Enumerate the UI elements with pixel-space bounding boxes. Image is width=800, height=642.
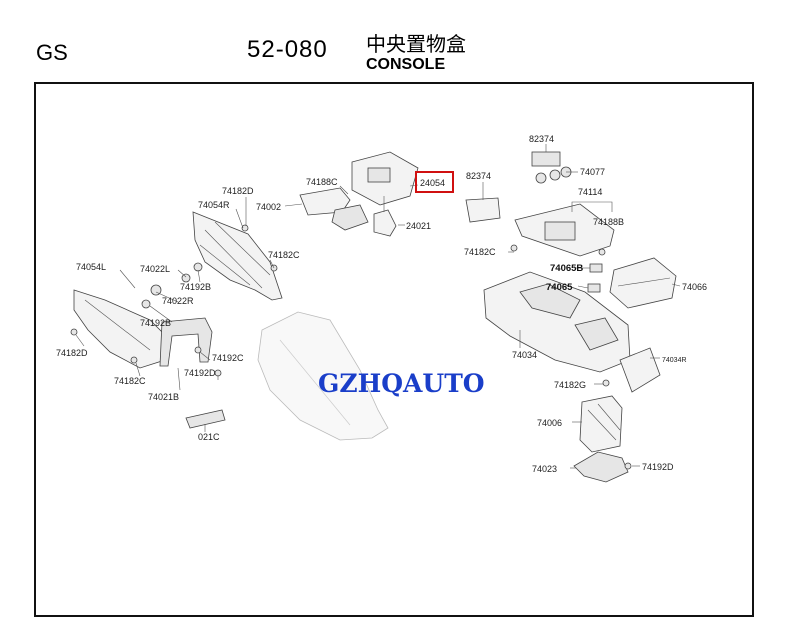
screw (624, 462, 632, 470)
part-label: 74065B (550, 263, 583, 274)
part-label: 74182C (114, 376, 146, 386)
console-pocket (574, 317, 619, 351)
screw (130, 356, 138, 364)
armrest-lid-74066 (609, 257, 677, 309)
clip (193, 262, 203, 272)
highlight-box-24054 (415, 171, 454, 193)
leader (149, 305, 173, 323)
holder-rib (597, 403, 621, 431)
part-label: 74022R (162, 296, 194, 306)
switch-knob (535, 172, 547, 184)
leader (577, 285, 589, 289)
leader (269, 259, 275, 269)
leader (671, 283, 681, 287)
holder-rib (587, 409, 617, 441)
part-label: 74188B (593, 217, 624, 227)
leader (75, 334, 85, 347)
hinge-74065b (589, 263, 603, 273)
leader (135, 362, 141, 377)
part-label: 74054R (198, 200, 230, 210)
clip (141, 299, 151, 309)
lid-seam (617, 277, 671, 287)
part-label: 74022L (140, 264, 170, 274)
screw (602, 379, 610, 387)
screw (241, 224, 249, 232)
panel-rib (204, 229, 263, 289)
lid-window (367, 167, 391, 183)
clip (181, 273, 191, 283)
part-label: 74077 (580, 167, 605, 177)
side-panel-right (192, 211, 283, 301)
part-label: 82374 (466, 171, 491, 181)
part-label: 74034R (662, 357, 687, 364)
screw (194, 346, 202, 354)
screw (598, 248, 606, 256)
part-label: 74023 (532, 464, 557, 474)
leader (155, 291, 179, 303)
leader (197, 269, 201, 283)
part-label: 74034 (512, 350, 537, 360)
panel-rib (84, 299, 151, 351)
part-label: 74192B (180, 282, 211, 292)
part-label: 74006 (537, 418, 562, 428)
leader (339, 185, 349, 195)
part-label: 24021 (406, 221, 431, 231)
tray-82374 (465, 197, 501, 223)
console-cavity (519, 283, 581, 319)
part-label: 74054L (76, 262, 106, 272)
switch-knob (549, 169, 561, 181)
catalog-code: 52-080 (247, 36, 328, 63)
part-label: 74188C (306, 177, 338, 187)
part-label: 74021B (148, 392, 179, 402)
diagram-frame (34, 82, 754, 617)
title-chinese: 中央置物盒 (366, 34, 466, 56)
floor-console (257, 311, 389, 441)
model-label: GS (36, 40, 68, 65)
leader (177, 269, 187, 278)
bracket-74023 (573, 451, 629, 483)
panel-opening (544, 221, 576, 241)
part-label: 74002 (256, 202, 281, 212)
screw (70, 328, 78, 336)
watermark-text: GZHQAUTO (318, 369, 485, 398)
part-label: 74182D (222, 186, 254, 196)
part-label: 24054 (420, 178, 445, 188)
console-edge (279, 339, 351, 426)
part-label: 74192B (140, 318, 171, 328)
part-label: 74192C (212, 353, 244, 363)
part-label: 82374 (529, 134, 554, 144)
part-label: 74182G (554, 380, 586, 390)
switch-82374 (531, 151, 561, 167)
side-cover-74034r (619, 347, 661, 393)
leader (235, 208, 244, 229)
trim-74002 (299, 187, 351, 216)
part-label: 74182C (464, 247, 496, 257)
side-panel-left (73, 289, 171, 369)
shift-knob-24021 (373, 209, 397, 237)
bracket-021c (185, 409, 226, 429)
part-label: 74182D (56, 348, 88, 358)
leader (199, 351, 211, 361)
panel-rib (199, 244, 251, 286)
leader (119, 269, 136, 289)
part-label: 74192D (642, 462, 674, 472)
leader (177, 367, 181, 391)
screw (510, 244, 518, 252)
part-label: 74192D (184, 368, 216, 378)
shift-boot (331, 204, 369, 231)
clip (150, 284, 162, 296)
part-label: 021C (198, 432, 220, 442)
panel-rib (214, 221, 271, 276)
leader (284, 203, 303, 207)
part-label: 74066 (682, 282, 707, 292)
title-english: CONSOLE (366, 56, 446, 73)
hinge-74065 (587, 283, 601, 293)
part-label: 74114 (578, 187, 602, 197)
part-label: 74065 (546, 282, 573, 293)
leader-bracket-74114 (571, 201, 613, 212)
part-label: 74182C (268, 250, 300, 260)
